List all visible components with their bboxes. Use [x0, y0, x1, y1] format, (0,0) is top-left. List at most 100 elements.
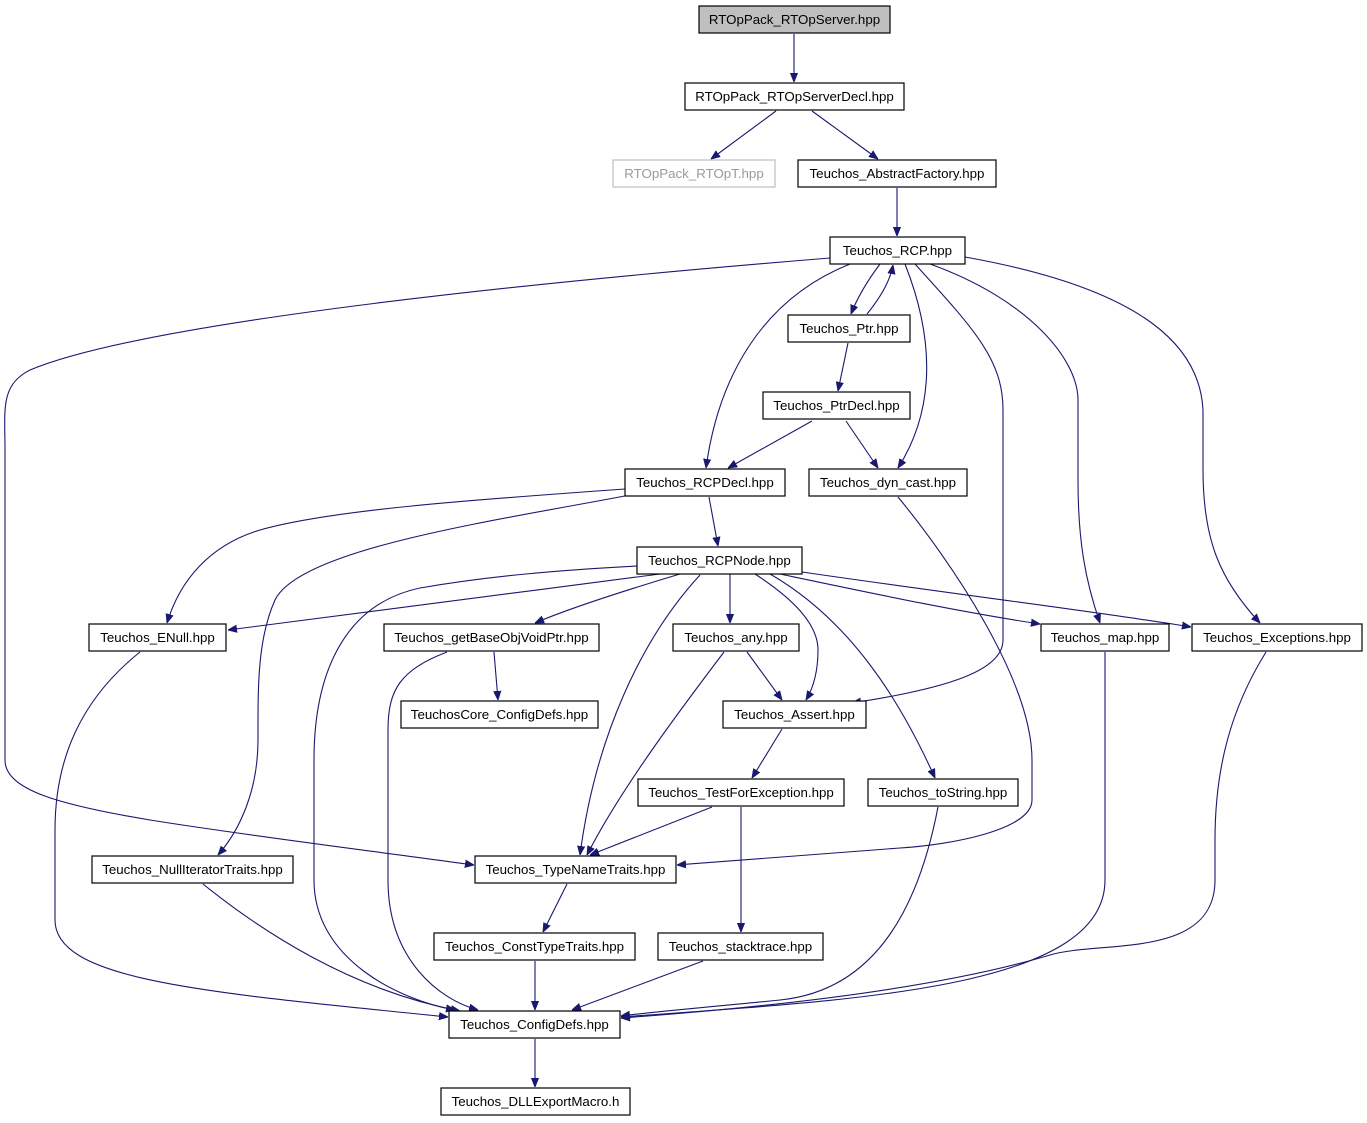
node-const-type[interactable]: Teuchos_ConstTypeTraits.hpp [433, 932, 636, 961]
node-box [829, 236, 966, 265]
node-type-name[interactable]: Teuchos_TypeNameTraits.hpp [474, 855, 677, 884]
edge-any-to-type_name [587, 651, 725, 855]
node-box [637, 778, 845, 807]
node-rcp-node[interactable]: Teuchos_RCPNode.hpp [636, 546, 803, 575]
node-label: Teuchos_any.hpp [684, 630, 787, 645]
node-box [722, 700, 867, 729]
edge-to_string-to-config_defs [621, 806, 939, 1016]
edge-rcp-to-assert [852, 263, 1004, 703]
node-stacktrace[interactable]: Teuchos_stacktrace.hpp [657, 932, 824, 961]
node-box [762, 391, 911, 420]
node-label: Teuchos_RCPNode.hpp [648, 553, 791, 568]
node-label: Teuchos_ConfigDefs.hpp [460, 1017, 609, 1032]
node-test-for-exc[interactable]: Teuchos_TestForException.hpp [637, 778, 845, 807]
node-label: RTOpPack_RTOpT.hpp [624, 166, 763, 181]
edge-rcp_node-to-map [779, 573, 1040, 624]
node-enull[interactable]: Teuchos_ENull.hpp [88, 623, 227, 652]
edge-ptr_decl-to-dyn_cast [845, 420, 878, 468]
node-box [698, 5, 891, 34]
edge-rcp_decl-to-rcp_node [708, 496, 718, 546]
node-label: Teuchos_Assert.hpp [734, 707, 854, 722]
node-box [91, 855, 294, 884]
edge-rcp-to-rcp_decl [706, 263, 851, 468]
node-box [448, 1010, 621, 1039]
edge-rcp_node-to-enull [228, 573, 661, 630]
node-box [624, 468, 786, 497]
node-label: Teuchos_ENull.hpp [100, 630, 215, 645]
node-map[interactable]: Teuchos_map.hpp [1040, 623, 1170, 652]
node-box [808, 468, 968, 497]
node-get-base[interactable]: Teuchos_getBaseObjVoidPtr.hpp [383, 623, 600, 652]
node-box [636, 546, 803, 575]
node-label: Teuchos_stacktrace.hpp [669, 939, 812, 954]
node-config-defs[interactable]: Teuchos_ConfigDefs.hpp [448, 1010, 621, 1039]
node-label: Teuchos_ConstTypeTraits.hpp [445, 939, 624, 954]
node-label: Teuchos_RCP.hpp [843, 243, 952, 258]
node-null-iter[interactable]: Teuchos_NullIteratorTraits.hpp [91, 855, 294, 884]
node-rtop-server-decl[interactable]: RTOpPack_RTOpServerDecl.hpp [684, 82, 905, 111]
node-label: Teuchos_getBaseObjVoidPtr.hpp [394, 630, 588, 645]
node-ptr-decl[interactable]: Teuchos_PtrDecl.hpp [762, 391, 911, 420]
node-label: Teuchos_map.hpp [1051, 630, 1160, 645]
edge-rcp_node-to-type_name [580, 574, 701, 855]
node-layer: RTOpPack_RTOpServer.hppRTOpPack_RTOpServ… [88, 5, 1363, 1116]
edge-ptr-to-ptr_decl [838, 342, 849, 391]
edge-ptr-to-rcp [866, 265, 893, 315]
node-label: Teuchos_toString.hpp [879, 785, 1008, 800]
edge-rcp-to-type_name [4, 257, 831, 865]
node-box [672, 623, 800, 652]
edge-enull-to-config_defs [54, 651, 448, 1017]
edge-ptr_decl-to-rcp_decl [728, 420, 813, 468]
edge-dyn_cast-to-type_name [677, 496, 1033, 865]
node-rcp[interactable]: Teuchos_RCP.hpp [829, 236, 966, 265]
edge-assert-to-test_for_exc [752, 728, 783, 778]
node-dyn-cast[interactable]: Teuchos_dyn_cast.hpp [808, 468, 968, 497]
node-box [684, 82, 905, 111]
node-box [787, 314, 911, 343]
node-label: Teuchos_PtrDecl.hpp [773, 398, 899, 413]
node-assert[interactable]: Teuchos_Assert.hpp [722, 700, 867, 729]
edge-any-to-assert [746, 651, 782, 700]
node-to-string[interactable]: Teuchos_toString.hpp [867, 778, 1019, 807]
node-label: RTOpPack_RTOpServer.hpp [709, 12, 880, 27]
edge-rcp_node-to-to_string [769, 573, 936, 778]
node-box [440, 1087, 631, 1116]
edge-rcp-to-ptr [851, 263, 881, 314]
node-rtop-t[interactable]: RTOpPack_RTOpT.hpp [612, 159, 776, 188]
edge-stacktrace-to-config_defs [572, 960, 704, 1010]
node-label: Teuchos_TestForException.hpp [648, 785, 834, 800]
node-box [1191, 623, 1363, 652]
node-dll-export[interactable]: Teuchos_DLLExportMacro.h [440, 1087, 631, 1116]
node-label: Teuchos_NullIteratorTraits.hpp [102, 862, 283, 877]
node-box [612, 159, 776, 188]
node-box [88, 623, 227, 652]
edge-test_for_exc-to-type_name [590, 806, 713, 856]
node-box [474, 855, 677, 884]
edge-rcp_node-to-assert [754, 573, 819, 700]
edge-rcp-to-map [929, 263, 1100, 623]
edge-exceptions-to-config_defs [621, 651, 1267, 1018]
node-core-config[interactable]: TeuchosCore_ConfigDefs.hpp [400, 700, 599, 729]
edge-rcp_node-to-get_base [535, 573, 681, 624]
node-label: Teuchos_dyn_cast.hpp [820, 475, 956, 490]
edge-layer [4, 34, 1267, 1087]
node-ptr[interactable]: Teuchos_Ptr.hpp [787, 314, 911, 343]
edge-rcp_node-to-exceptions [801, 571, 1191, 627]
edge-rcp-to-dyn_cast [898, 263, 928, 468]
edge-type_name-to-const_type [543, 883, 568, 932]
node-abstract-factory[interactable]: Teuchos_AbstractFactory.hpp [797, 159, 997, 188]
node-exceptions[interactable]: Teuchos_Exceptions.hpp [1191, 623, 1363, 652]
node-label: RTOpPack_RTOpServerDecl.hpp [695, 89, 894, 104]
node-label: Teuchos_TypeNameTraits.hpp [486, 862, 666, 877]
node-label: Teuchos_Ptr.hpp [799, 321, 898, 336]
node-rcp-decl[interactable]: Teuchos_RCPDecl.hpp [624, 468, 786, 497]
edge-rtop_server_decl-to-abstract_factory [811, 110, 878, 159]
node-box [400, 700, 599, 729]
edge-rcp_node-to-config_defs [313, 565, 638, 1010]
edge-null_iter-to-config_defs [202, 883, 460, 1011]
edge-get_base-to-core_config [494, 651, 498, 700]
node-rtop-server[interactable]: RTOpPack_RTOpServer.hpp [698, 5, 891, 34]
node-box [433, 932, 636, 961]
node-any[interactable]: Teuchos_any.hpp [672, 623, 800, 652]
